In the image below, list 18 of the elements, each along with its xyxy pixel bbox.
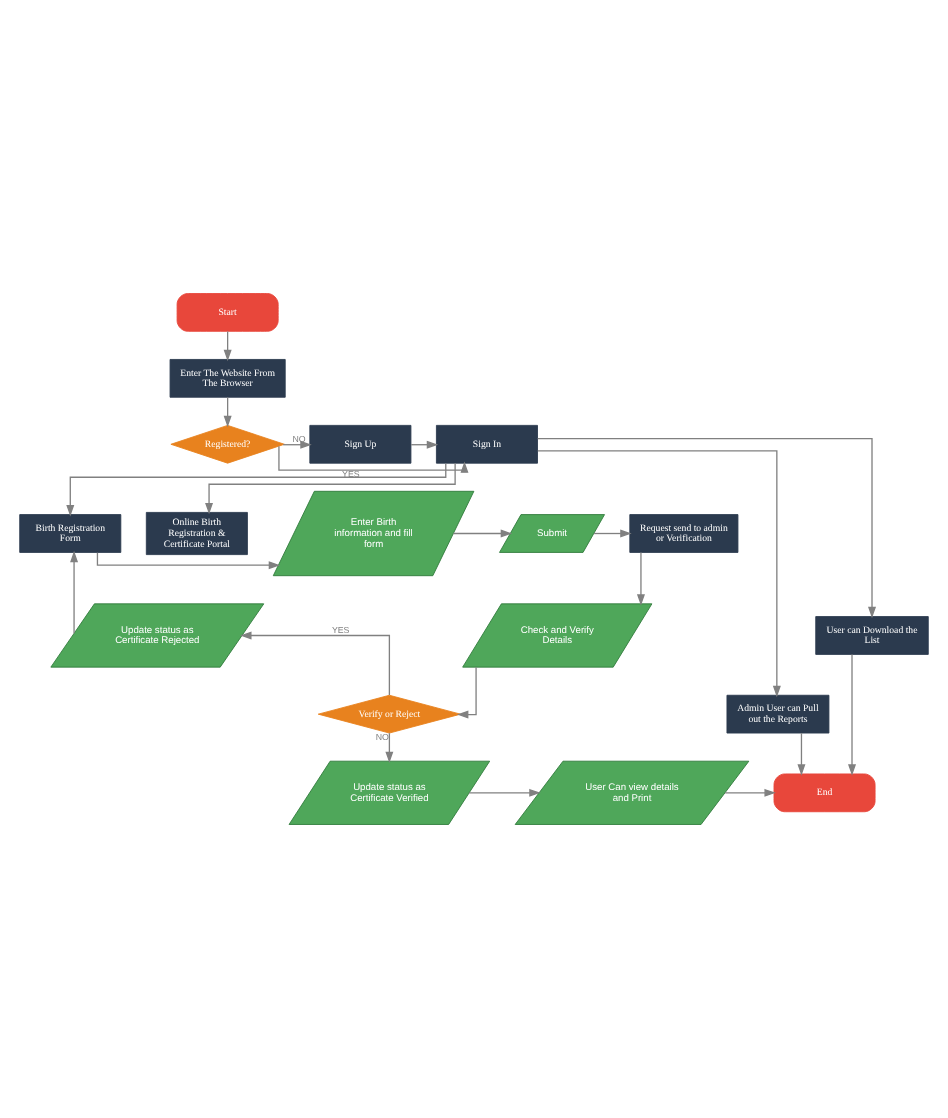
- arrow: [456, 666, 477, 719]
- arrow: [96, 552, 281, 570]
- arrow: [593, 529, 632, 538]
- arrow: [452, 529, 513, 538]
- arrow: [66, 462, 447, 517]
- arrow: [223, 396, 232, 428]
- arrow: [70, 550, 79, 634]
- arrow: [537, 437, 876, 619]
- arrow: [724, 788, 776, 797]
- arrow: [636, 551, 645, 606]
- arrow: [223, 330, 232, 362]
- arrow: [537, 450, 781, 698]
- arrow: [205, 462, 456, 515]
- arrow: [848, 653, 856, 776]
- arrow: [385, 732, 394, 764]
- arrow: [797, 732, 806, 776]
- arrow: [468, 788, 541, 797]
- arrow: [240, 631, 391, 696]
